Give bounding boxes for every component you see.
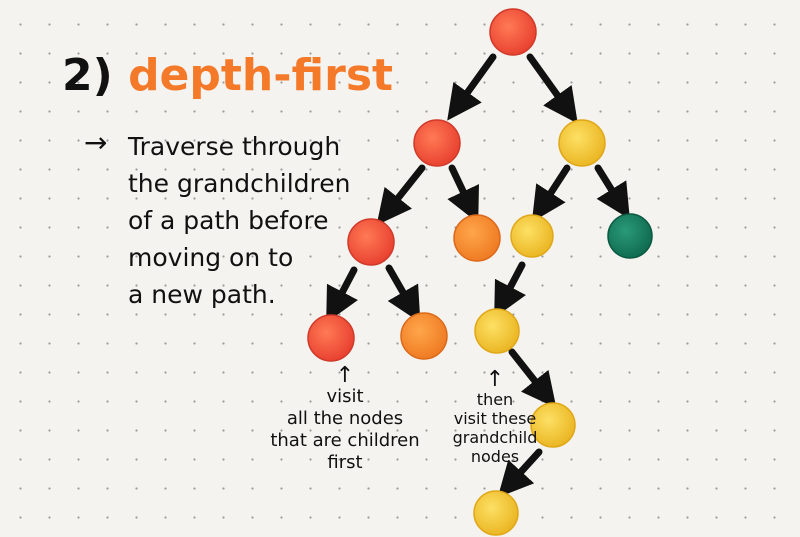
description-line: the grandchildren	[128, 169, 351, 198]
annotation-line: grandchild	[452, 428, 538, 447]
tree-node	[558, 119, 606, 167]
description-line: moving on to	[128, 243, 294, 272]
description-line: Traverse through	[128, 132, 341, 161]
diagram-heading: 2) depth-first	[62, 50, 393, 101]
annotation-line: visit these	[453, 409, 537, 428]
tree-node	[489, 8, 537, 56]
tree-node	[413, 119, 461, 167]
tree-node	[307, 314, 355, 362]
edge-arrow	[594, 164, 630, 220]
description-line: a new path.	[128, 280, 276, 309]
edge-arrow	[494, 261, 526, 318]
annotation-line: nodes	[470, 447, 520, 466]
right-arrow-icon: →	[84, 126, 108, 159]
annotation-line: that are children	[270, 430, 420, 451]
up-caret-icon: ↑	[485, 367, 505, 392]
heading-number: 2)	[62, 50, 113, 101]
edge-arrow	[385, 264, 421, 323]
annotation-visit-children: ↑ visit all the nodes that are children …	[250, 363, 440, 474]
edge-arrow	[447, 164, 479, 224]
annotation-line: visit	[326, 386, 364, 407]
tree-node	[347, 218, 395, 266]
annotation-line: first	[327, 452, 363, 473]
up-caret-icon: ↑	[335, 363, 355, 388]
tree-node	[473, 490, 519, 536]
tree-node	[510, 214, 554, 258]
edge-arrow	[526, 53, 578, 124]
edge-arrow	[497, 448, 543, 498]
annotation-visit-grandchildren: ↑ then visit these grandchild nodes	[425, 367, 565, 467]
tree-node	[400, 312, 448, 360]
tree-node	[530, 402, 576, 448]
tree-node	[474, 308, 520, 354]
edge-arrow	[326, 266, 358, 323]
description: → Traverse through the grandchildren of …	[84, 128, 418, 313]
edge-arrow	[376, 164, 426, 226]
edge-arrow	[508, 348, 557, 409]
edge-arrow	[531, 164, 571, 223]
heading-title: depth-first	[128, 50, 394, 101]
tree-node	[453, 214, 501, 262]
description-line: of a path before	[128, 206, 329, 235]
annotation-line: then	[476, 390, 514, 409]
annotation-line: all the nodes	[286, 408, 404, 429]
edge-arrow	[447, 53, 497, 121]
tree-node	[607, 213, 653, 259]
